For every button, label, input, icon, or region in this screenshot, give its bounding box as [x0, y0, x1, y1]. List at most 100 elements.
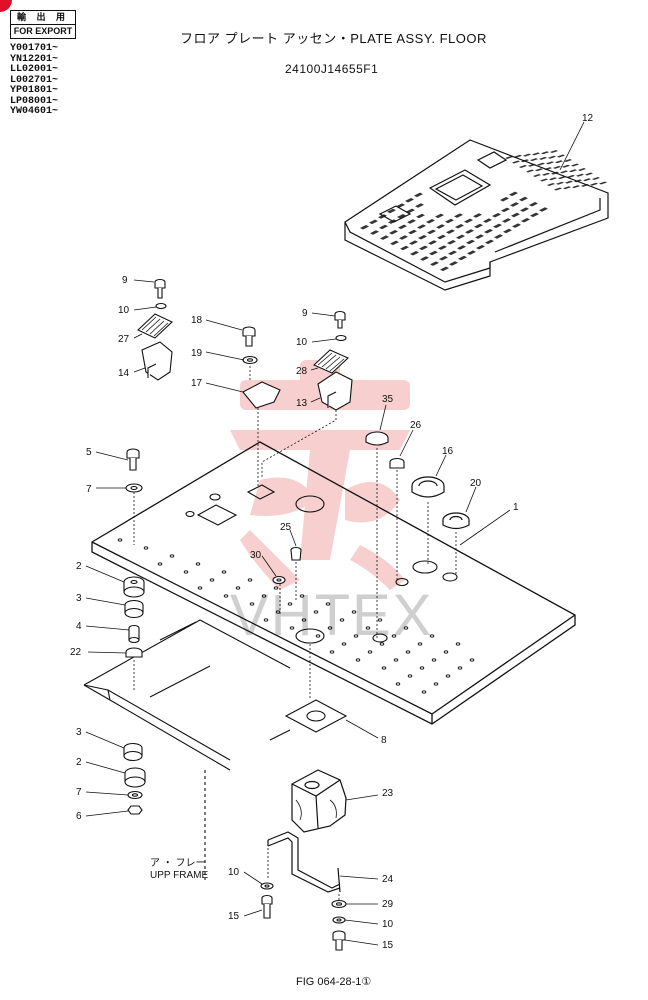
plate-hole — [379, 642, 385, 646]
mat-block — [428, 240, 437, 245]
plug-25 — [290, 546, 302, 561]
plate-hole — [325, 602, 331, 606]
mat-block — [396, 203, 405, 208]
mat-block — [419, 245, 428, 251]
serial-item: YW04601~ — [10, 106, 59, 117]
serial-list: Y001701~ YN12201~ LL02001~ L002701~ YP01… — [10, 43, 59, 118]
mat-block — [449, 261, 458, 266]
pedal-bracket-13 — [317, 371, 353, 411]
plate-hole — [209, 578, 215, 582]
mat-block — [500, 197, 509, 202]
callout-18: 18 — [191, 315, 203, 326]
plate-hole — [299, 594, 305, 598]
pedal-pad-28 — [313, 349, 349, 374]
mat-block — [387, 208, 396, 214]
mat-block — [530, 212, 539, 218]
callout-7a: 7 — [86, 484, 92, 495]
plate-hole — [235, 586, 241, 590]
mat-block — [520, 207, 529, 212]
frame-label-jp: ア ・ フレー — [150, 858, 206, 869]
plate-hole — [431, 658, 437, 662]
serial-item: LL02001~ — [10, 64, 59, 75]
plate-hole — [315, 634, 321, 638]
plate-hole — [355, 658, 361, 662]
plate-hole — [405, 650, 411, 654]
mat-block — [521, 218, 530, 223]
callout-15a: 15 — [228, 911, 240, 922]
mat-block — [473, 213, 482, 218]
callout-10d: 10 — [382, 919, 394, 930]
plate-hole — [341, 642, 347, 646]
plate-hole — [301, 618, 307, 622]
mat-block — [388, 219, 397, 224]
mat-block — [509, 191, 518, 197]
bolt-15b — [332, 930, 346, 951]
callout-4: 4 — [76, 621, 82, 632]
mat-block — [456, 234, 465, 240]
mat-block — [457, 245, 466, 250]
mat-block — [501, 207, 510, 213]
callout-17: 17 — [191, 378, 203, 389]
plate-hole — [247, 578, 253, 582]
mat-block — [476, 245, 485, 250]
washer-10d — [332, 916, 346, 924]
mat-block — [447, 240, 456, 245]
plate-hole — [169, 554, 175, 558]
serial-item: L002701~ — [10, 74, 59, 86]
mat-block — [360, 225, 369, 230]
mat-block — [599, 181, 607, 185]
mat-block — [407, 219, 416, 224]
mat-block — [474, 223, 483, 229]
callout-22: 22 — [70, 647, 82, 658]
plate-hole — [421, 690, 427, 694]
mat-block — [528, 163, 536, 167]
callout-2a: 2 — [76, 561, 82, 572]
mat-block — [529, 202, 538, 207]
washer-10c — [260, 882, 274, 890]
mat-block — [537, 162, 545, 166]
mat-block — [519, 165, 527, 168]
mat-block — [446, 229, 455, 234]
plate-hole — [351, 610, 357, 614]
mat-block — [454, 213, 463, 218]
mat-block — [493, 223, 502, 229]
mat-block — [569, 169, 577, 173]
serial-item: LP08001~ — [10, 95, 59, 107]
mat-block — [483, 218, 492, 223]
plate-hole — [457, 666, 463, 670]
mat-block — [464, 218, 473, 224]
plate-hole — [287, 602, 293, 606]
plate-hole — [429, 634, 435, 638]
callout-28: 28 — [296, 366, 308, 377]
figure-reference: FIG 064-28-1① — [296, 976, 372, 988]
mat-block — [590, 182, 598, 186]
mat-block — [466, 239, 475, 245]
mat-block — [436, 224, 445, 229]
mat-block — [532, 152, 540, 156]
plate-hole — [197, 586, 203, 590]
diagram-title: フロア プレート アッセン・PLATE ASSY. FLOOR — [180, 31, 487, 46]
mat-block — [438, 245, 447, 250]
callout-27: 27 — [118, 334, 130, 345]
plate-hole — [469, 658, 475, 662]
plate-hole — [417, 642, 423, 646]
pedal-pad-27 — [137, 313, 173, 339]
mat-block — [574, 179, 582, 183]
mat-block — [554, 187, 562, 191]
mat-block — [379, 224, 388, 230]
mat-block — [437, 234, 446, 240]
mat-block — [547, 183, 555, 186]
mat-block — [370, 230, 379, 235]
mat-block — [551, 171, 559, 175]
mat-block — [563, 186, 571, 190]
mat-block — [475, 234, 484, 239]
mat-block — [390, 240, 399, 246]
callout-10a: 10 — [118, 305, 130, 316]
washer-30 — [272, 575, 286, 585]
mat-block — [414, 192, 423, 198]
cover-plate-17 — [242, 381, 281, 409]
mat-block — [427, 229, 436, 235]
mat-block — [564, 159, 572, 162]
plate-hole — [433, 682, 439, 686]
